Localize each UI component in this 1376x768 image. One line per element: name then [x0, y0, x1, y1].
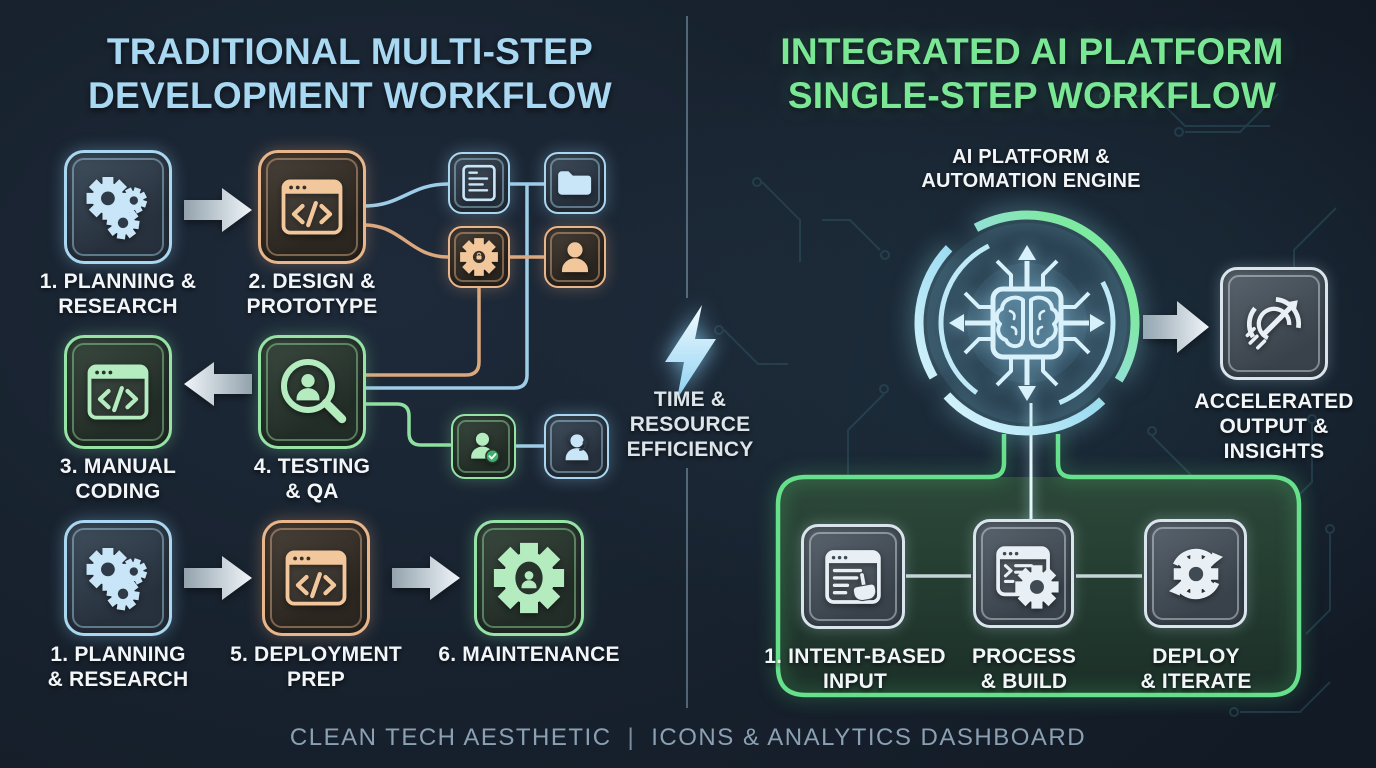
- lightning-bolt-icon: [665, 305, 716, 399]
- footer-caption: CLEAN TECH AESTHETIC | ICONS & ANALYTICS D…: [0, 724, 1376, 752]
- footer-separator: |: [627, 724, 636, 751]
- tile-folder-artifact: [544, 152, 606, 214]
- gears-icon: [82, 171, 154, 243]
- speed-gauge-icon: [1236, 286, 1312, 362]
- efficiency-badge: TIME & RESOURCE EFFICIENCY: [626, 388, 754, 461]
- tile-user-artifact: [544, 226, 606, 288]
- label-maintenance: 6. MAINTENANCE: [438, 643, 620, 666]
- tile-design-prototype: [258, 150, 366, 264]
- tile-user-check-artifact: [451, 414, 516, 479]
- deploy-iterate-icon: [1160, 538, 1232, 610]
- folder-icon: [558, 171, 592, 195]
- intent-input-icon: [825, 549, 881, 604]
- tile-user-headset-artifact: [544, 414, 609, 479]
- process-build-icon: [987, 537, 1061, 611]
- label-deploy-iterate: DEPLOY & ITERATE: [1140, 645, 1252, 693]
- step-arrows: [184, 188, 1209, 600]
- label-planning-research: 1. PLANNING & RESEARCH: [39, 270, 197, 318]
- magnifier-user-icon: [272, 352, 352, 432]
- label-accelerated-output: ACCELERATED OUTPUT & INSIGHTS: [1194, 390, 1354, 463]
- code-window-icon: [80, 354, 156, 430]
- tile-testing-qa: [258, 335, 366, 449]
- user-icon: [561, 242, 589, 273]
- footer-right-text: ICONS & ANALYTICS DASHBOARD: [651, 724, 1087, 751]
- arrow-right-icon: [184, 188, 252, 232]
- arrow-right-icon: [392, 556, 460, 600]
- traditional-title: TRADITIONAL MULTI-STEP DEVELOPMENT WORKF…: [88, 31, 612, 117]
- code-window-icon: [274, 169, 350, 245]
- label-deployment-prep: 5. DEPLOYMENT PREP: [230, 643, 402, 691]
- tile-deploy-iterate: [1144, 519, 1247, 628]
- ai-title: INTEGRATED AI PLATFORM SINGLE-STEP WORKF…: [780, 31, 1284, 117]
- tile-manual-coding: [64, 335, 172, 449]
- gears-icon: [82, 542, 154, 614]
- code-window-icon: [278, 540, 354, 616]
- tile-accelerated-output: [1220, 267, 1328, 380]
- tile-gear-lock-artifact: [448, 226, 510, 288]
- tile-process-build: [973, 519, 1074, 628]
- tile-planning-research-2: [64, 520, 172, 636]
- workflow-connectors: [362, 182, 546, 448]
- label-planning-research-2: 1. PLANNING & RESEARCH: [47, 643, 189, 691]
- label-manual-coding: 3. MANUAL CODING: [59, 455, 177, 503]
- arrow-right-icon: [184, 556, 252, 600]
- label-design-prototype: 2. DESIGN & PROTOTYPE: [246, 270, 378, 318]
- document-icon: [462, 164, 496, 202]
- arrow-left-icon: [184, 362, 252, 406]
- tile-maintenance: [474, 520, 584, 636]
- tile-deployment-prep: [262, 520, 370, 636]
- label-intent-input: 1. INTENT-BASED INPUT: [764, 645, 946, 693]
- tile-document-artifact: [448, 152, 510, 214]
- tile-planning-research: [64, 150, 172, 264]
- label-testing-qa: 4. TESTING & QA: [253, 455, 371, 503]
- arrow-right-icon: [1143, 301, 1209, 353]
- gear-user-icon: [490, 539, 568, 617]
- gear-lock-icon: [458, 236, 500, 278]
- tile-intent-input: [801, 524, 905, 629]
- engine-label: AI PLATFORM & AUTOMATION ENGINE: [921, 146, 1141, 192]
- user-check-icon: [461, 424, 507, 470]
- label-process-build: PROCESS & BUILD: [971, 645, 1077, 693]
- footer-left-text: CLEAN TECH AESTHETIC: [289, 724, 612, 751]
